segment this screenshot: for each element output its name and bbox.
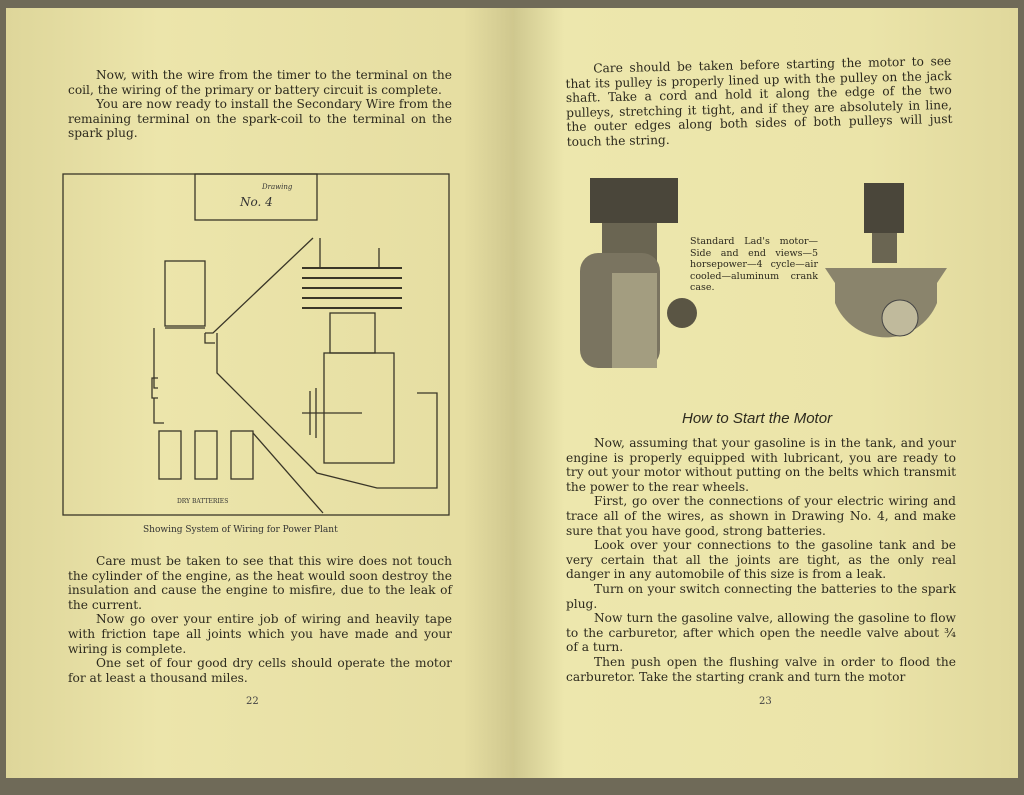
batteries-label: DRY BATTERIES — [177, 498, 228, 505]
motor-end-view-image — [825, 183, 947, 338]
intro-text: Care should be taken before starting the… — [565, 54, 953, 150]
right-page: Care should be taken before starting the… — [514, 8, 1018, 778]
section-heading: How to Start the Motor — [682, 410, 833, 427]
paragraph: Care must be taken to see that this wire… — [68, 554, 452, 612]
paragraph: You are now ready to install the Seconda… — [68, 97, 452, 141]
paragraph: One set of four good dry cells should op… — [68, 656, 452, 685]
motor-side-view-image — [580, 178, 697, 368]
paragraph: First, go over the connections of your e… — [566, 494, 956, 538]
page-number: 23 — [759, 696, 772, 707]
paragraph: Turn on your switch connecting the batte… — [566, 581, 956, 611]
page-number: 22 — [246, 696, 259, 707]
drawing-label: Drawing — [261, 183, 293, 191]
paragraph: Look over your connections to the gasoli… — [566, 538, 956, 582]
paragraph: Then push open the flushing valve in ord… — [566, 654, 956, 684]
body-text: Care must be taken to see that this wire… — [68, 554, 452, 685]
wiring-diagram: Drawing No. 4 DRY BATTERIES — [62, 173, 450, 516]
paragraph: Care should be taken before starting the… — [565, 53, 953, 150]
intro-text: Now, with the wire from the timer to the… — [68, 68, 452, 141]
paragraph: Now, with the wire from the timer to the… — [68, 68, 452, 97]
motor-caption: Standard Lad's motor—Side and end views—… — [690, 236, 818, 293]
drawing-number: No. 4 — [239, 195, 273, 209]
left-page: Now, with the wire from the timer to the… — [6, 8, 514, 778]
body-text: Now, assuming that your gasoline is in t… — [566, 436, 956, 684]
paragraph: Now go over your entire job of wiring an… — [68, 612, 452, 656]
figure-caption: Showing System of Wiring for Power Plant — [143, 525, 338, 535]
paragraph: Now, assuming that your gasoline is in t… — [566, 436, 956, 494]
paragraph: Now turn the gasoline valve, allowing th… — [566, 611, 956, 655]
